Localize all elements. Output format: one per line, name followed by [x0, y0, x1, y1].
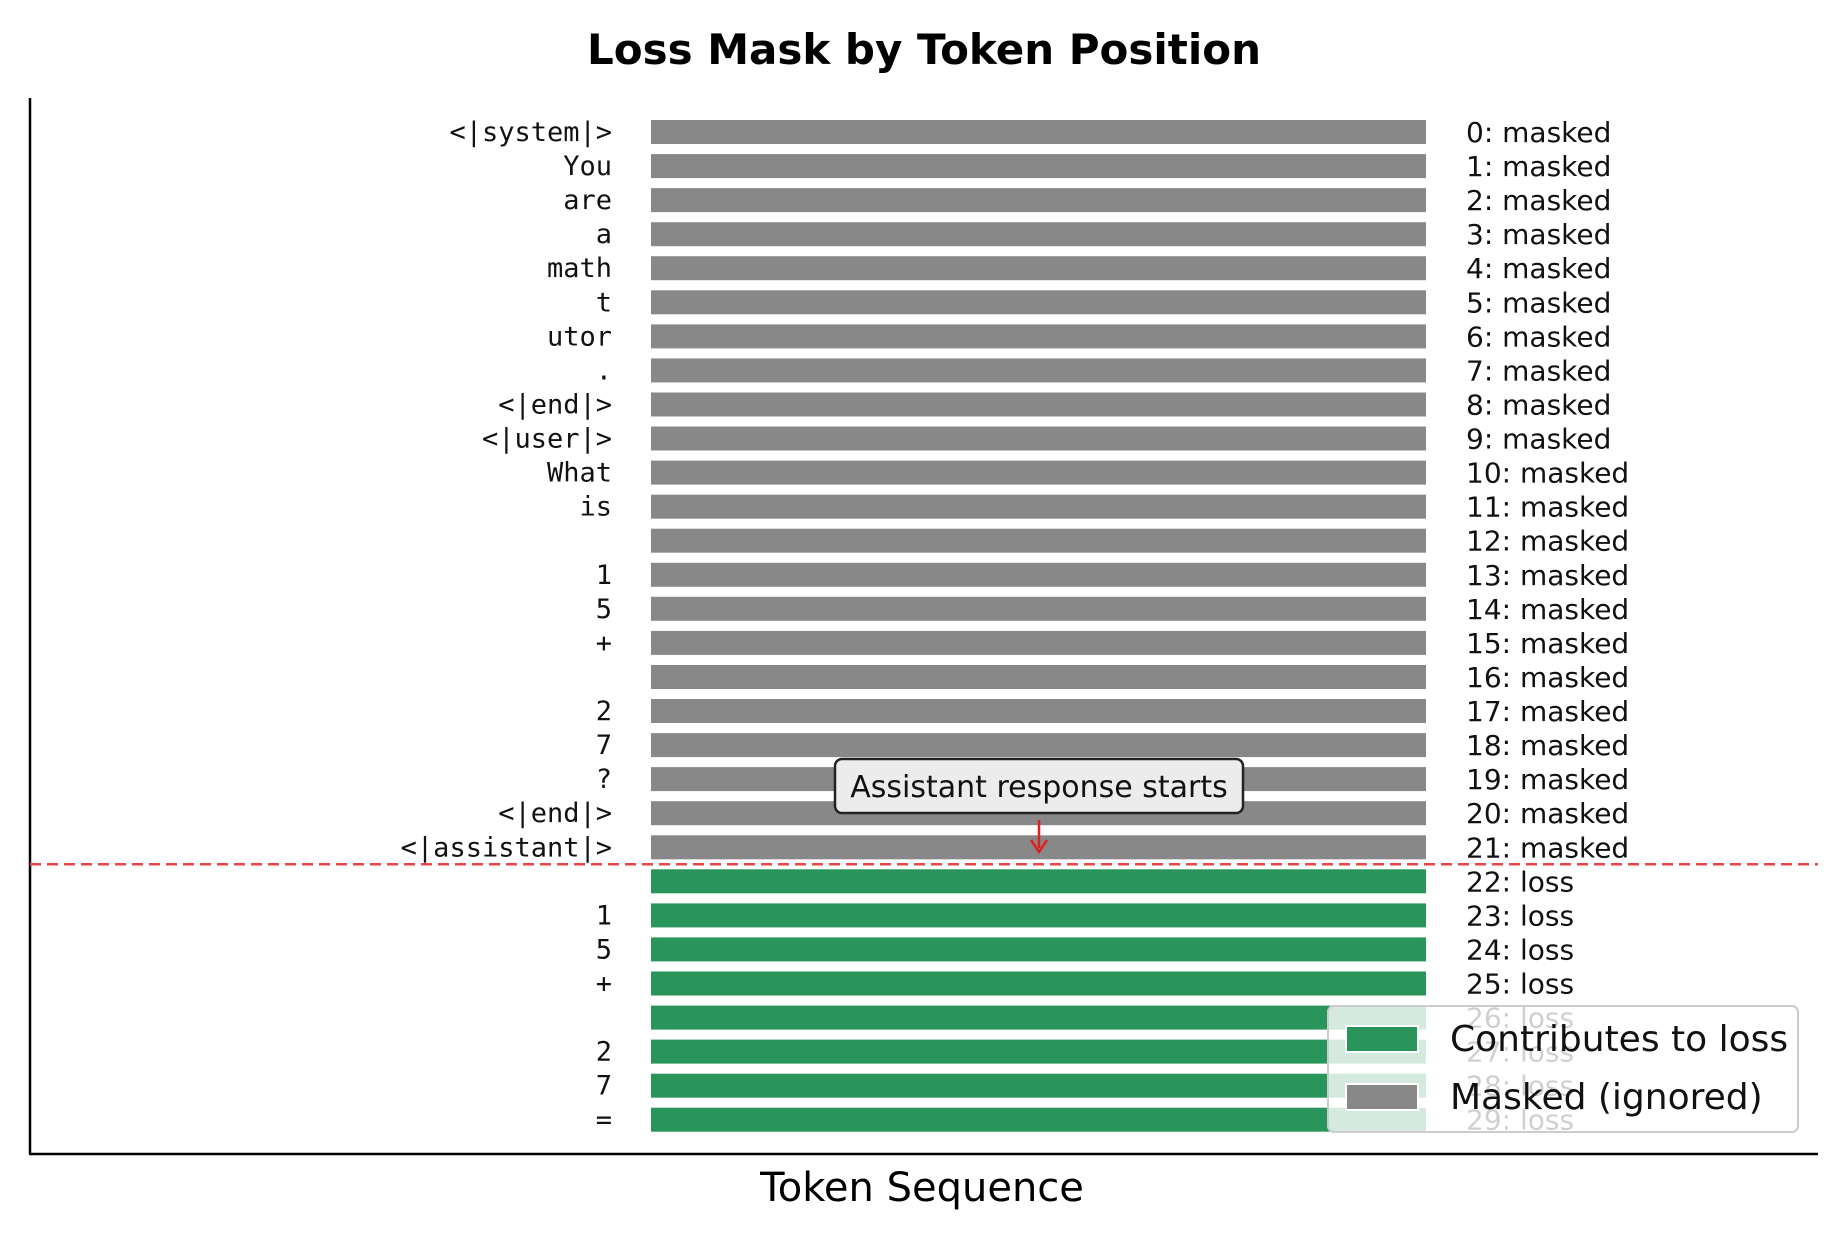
token-label-11: is — [579, 492, 612, 523]
row-label-10: 10: masked — [1466, 457, 1629, 490]
token-label-21: <|assistant|> — [401, 832, 612, 863]
row-label-7: 7: masked — [1466, 354, 1611, 387]
token-label-8: <|end|> — [498, 390, 612, 421]
token-label-18: 7 — [596, 730, 612, 761]
legend-swatch-masked — [1345, 1083, 1419, 1111]
token-label-29: = — [596, 1105, 612, 1136]
bar-token-25 — [651, 971, 1426, 996]
token-label-9: <|user|> — [482, 424, 612, 455]
bar-token-5 — [651, 290, 1426, 315]
row-label-25: 25: loss — [1466, 968, 1574, 1001]
row-label-0: 0: masked — [1466, 116, 1611, 149]
legend: Contributes to loss Masked (ignored) — [1327, 1005, 1799, 1133]
bar-token-24 — [651, 937, 1426, 962]
row-label-12: 12: masked — [1466, 525, 1629, 558]
row-label-23: 23: loss — [1466, 899, 1574, 932]
token-label-13: 1 — [596, 560, 612, 591]
row-label-21: 21: masked — [1466, 831, 1629, 864]
token-label-3: a — [596, 219, 612, 250]
row-label-1: 1: masked — [1466, 150, 1611, 183]
x-axis-label: Token Sequence — [759, 1165, 1084, 1211]
bar-token-6 — [651, 324, 1426, 349]
bar-token-16 — [651, 665, 1426, 689]
bar-token-26 — [651, 1005, 1426, 1030]
bar-token-14 — [651, 596, 1426, 621]
annotation-box — [833, 757, 1245, 815]
bar-token-29 — [651, 1107, 1426, 1132]
row-label-18: 18: masked — [1466, 729, 1629, 762]
legend-swatch-loss — [1345, 1025, 1419, 1053]
token-label-10: What — [547, 458, 612, 489]
bar-token-1 — [651, 154, 1426, 179]
token-label-19: ? — [596, 764, 612, 795]
row-label-9: 9: masked — [1466, 423, 1611, 456]
legend-label-masked: Masked (ignored) — [1450, 1077, 1763, 1118]
token-label-23: 1 — [596, 900, 612, 931]
token-label-27: 2 — [596, 1037, 612, 1068]
chart-title: Loss Mask by Token Position — [587, 25, 1261, 74]
annotation-text: Assistant response starts — [850, 770, 1228, 805]
token-label-7: . — [596, 355, 612, 386]
bars-group — [651, 120, 1426, 1132]
row-label-24: 24: loss — [1466, 933, 1574, 966]
row-label-6: 6: masked — [1466, 320, 1611, 353]
row-label-17: 17: masked — [1466, 695, 1629, 728]
row-label-2: 2: masked — [1466, 184, 1611, 217]
bar-token-23 — [651, 903, 1426, 928]
token-labels-group: <|system|>Youareamathtutor.<|end|><|user… — [401, 117, 612, 1136]
bar-token-10 — [651, 460, 1426, 485]
row-label-15: 15: masked — [1466, 627, 1629, 660]
row-label-3: 3: masked — [1466, 218, 1611, 251]
row-label-8: 8: masked — [1466, 389, 1611, 422]
row-label-11: 11: masked — [1466, 491, 1629, 524]
legend-frame — [1327, 1005, 1799, 1133]
row-label-20: 20: masked — [1466, 797, 1629, 830]
token-label-14: 5 — [596, 594, 612, 625]
bar-token-28 — [651, 1073, 1426, 1098]
bar-token-2 — [651, 188, 1426, 213]
bar-token-15 — [651, 630, 1426, 655]
token-label-5: t — [596, 287, 612, 318]
row-label-4: 4: masked — [1466, 252, 1611, 285]
bar-token-11 — [651, 494, 1426, 519]
row-label-19: 19: masked — [1466, 763, 1629, 796]
bar-token-7 — [651, 358, 1426, 383]
token-label-2: are — [563, 185, 612, 216]
row-label-14: 14: masked — [1466, 593, 1629, 626]
bar-token-18 — [651, 733, 1426, 758]
token-label-0: <|system|> — [449, 117, 612, 148]
token-label-28: 7 — [596, 1071, 612, 1102]
bar-token-22 — [651, 869, 1426, 894]
annotation-arrowhead — [1029, 839, 1049, 855]
row-label-5: 5: masked — [1466, 286, 1611, 319]
row-label-13: 13: masked — [1466, 559, 1629, 592]
legend-label-loss: Contributes to loss — [1450, 1019, 1788, 1060]
token-label-1: You — [563, 151, 612, 182]
token-label-20: <|end|> — [498, 798, 612, 829]
bar-token-9 — [651, 426, 1426, 451]
row-label-16: 16: masked — [1466, 661, 1629, 694]
bar-token-17 — [651, 699, 1426, 723]
bar-token-8 — [651, 392, 1426, 417]
token-label-24: 5 — [596, 934, 612, 965]
bar-token-12 — [651, 528, 1426, 553]
bar-token-0 — [651, 120, 1426, 144]
annotation: Assistant response starts — [833, 757, 1245, 855]
bar-token-27 — [651, 1039, 1426, 1064]
token-label-6: utor — [547, 321, 612, 352]
token-label-15: + — [596, 628, 612, 659]
row-label-22: 22: loss — [1466, 865, 1574, 898]
bar-token-3 — [651, 222, 1426, 247]
token-label-4: math — [547, 253, 612, 284]
bar-token-4 — [651, 256, 1426, 281]
token-label-17: 2 — [596, 696, 612, 727]
token-label-25: + — [596, 969, 612, 1000]
bar-token-13 — [651, 562, 1426, 587]
